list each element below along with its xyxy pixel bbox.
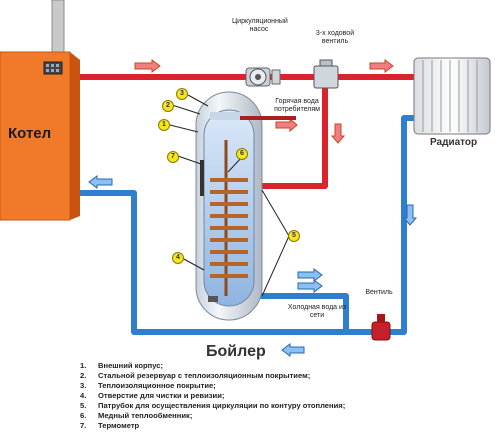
legend-item: 2.Стальной резервуар с теплоизоляционным… — [80, 371, 311, 380]
legend-item: 1.Внешний корпус; — [80, 361, 164, 370]
kotel-control-panel — [43, 61, 63, 75]
legend-item: 4.Отверстие для чистки и ревизии; — [80, 391, 225, 400]
legend-item: 5.Патрубок для осуществления циркуляции … — [80, 401, 346, 410]
callout-badge-6: 6 — [236, 148, 248, 160]
badge-leaders — [169, 94, 290, 297]
thermometer — [200, 160, 204, 196]
cold-arrow-down-icon — [402, 204, 418, 226]
legend-item: 3.Теплоизоляционное покрытие; — [80, 381, 216, 390]
cold-pipe — [80, 115, 420, 335]
legend-item: 7.Термометр — [80, 421, 140, 430]
hot-arrow-icon — [369, 59, 394, 73]
cold-arrow-icon — [281, 343, 305, 357]
callout-badge-1: 1 — [158, 119, 170, 131]
hot-water-label: Горячая вода потребителям — [274, 98, 320, 113]
cold-arrow-icon — [88, 175, 113, 189]
return-valve — [371, 314, 391, 341]
hot-arrow-icon — [134, 59, 161, 73]
boiler-label: Бойлер — [206, 343, 266, 360]
three-way-valve — [313, 59, 339, 89]
cold-arrow-icon — [297, 268, 323, 282]
flow-arrows — [88, 59, 418, 357]
callout-badge-4: 4 — [172, 252, 184, 264]
hot-arrow-down-icon — [330, 123, 346, 144]
valve-label: Вентиль — [365, 289, 393, 296]
cold-water-label: Холодная вода из сети — [287, 304, 347, 319]
pump-label: Циркуляционный насос — [232, 18, 288, 33]
cold-arrow-icon — [297, 279, 323, 293]
copper-coil — [210, 178, 248, 278]
callout-badge-5: 5 — [288, 230, 300, 242]
radiator-label: Радиатор — [430, 137, 478, 148]
chimney — [51, 0, 65, 53]
three-way-valve-label: 3-х ходовой вентиль — [315, 30, 355, 45]
callout-badge-2: 2 — [162, 100, 174, 112]
callout-badge-7: 7 — [167, 151, 179, 163]
legend-list: 1.Внешний корпус; 2.Стальной резервуар с… — [80, 361, 345, 431]
kotel-label: Котел — [8, 125, 52, 142]
legend-item: 6.Медный теплообменник; — [80, 411, 193, 420]
radiator — [413, 57, 491, 135]
kotel-unit — [0, 51, 80, 221]
hot-arrow-right-icon — [275, 117, 298, 133]
circulation-pump — [245, 67, 281, 87]
callout-badge-3: 3 — [176, 88, 188, 100]
